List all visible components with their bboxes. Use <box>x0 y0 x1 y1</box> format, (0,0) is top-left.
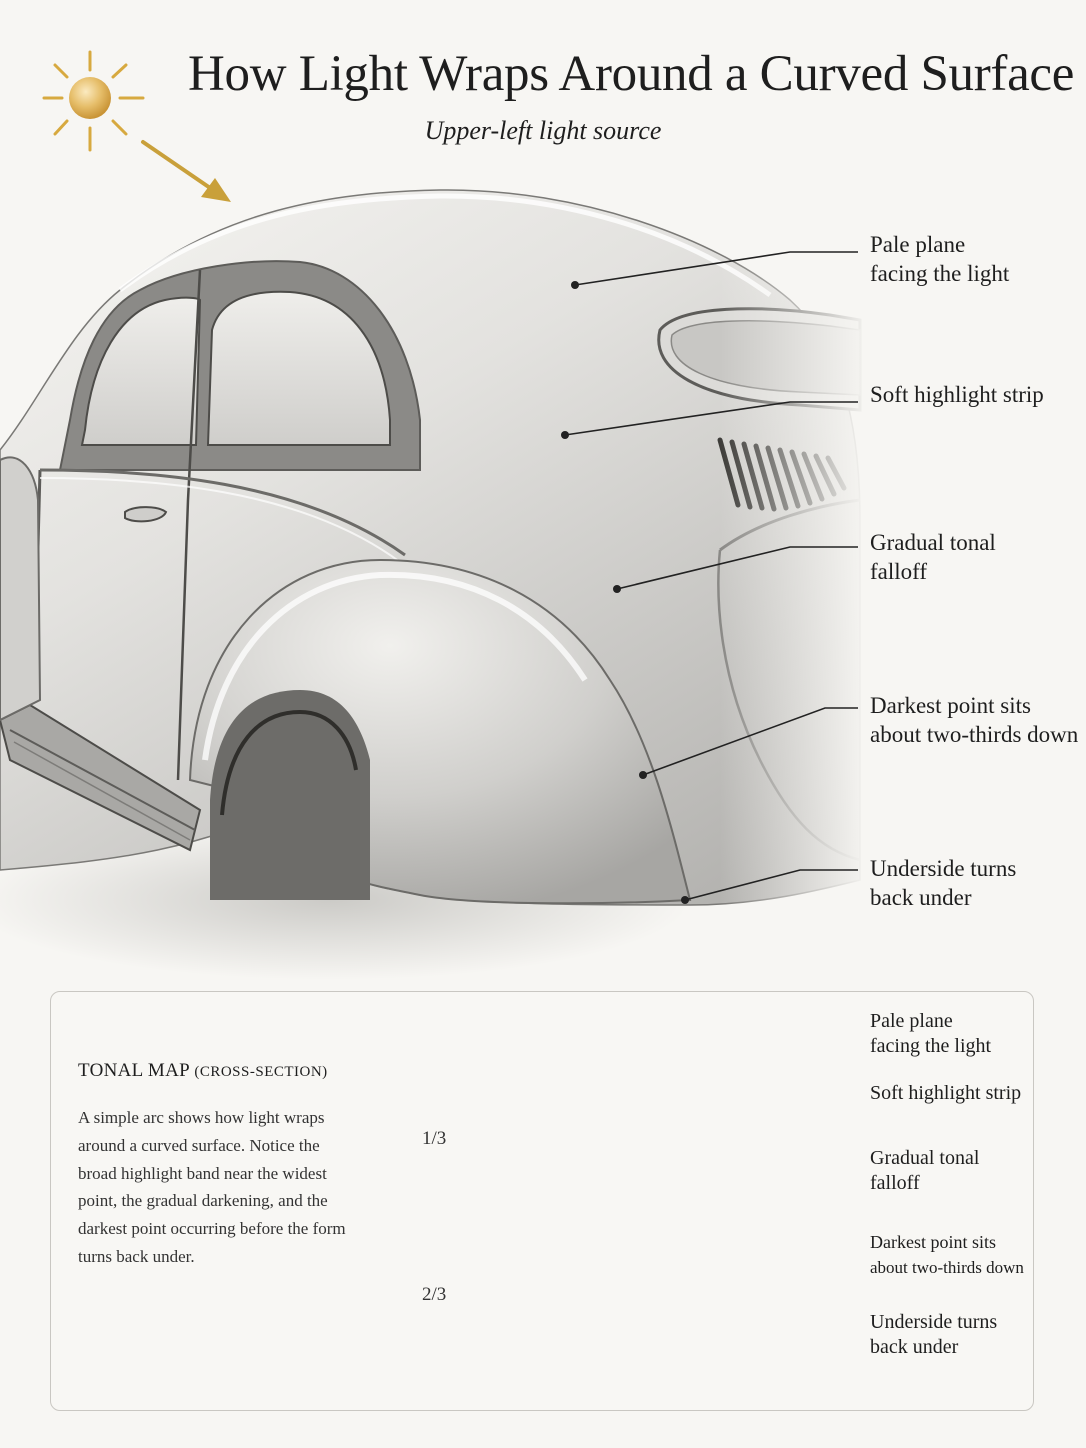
tonal-map-description: A simple arc shows how light wraps aroun… <box>78 1108 346 1266</box>
callout-darkest-point: Darkest point sits about two-thirds down <box>870 691 1078 749</box>
callout-line: back under <box>870 1336 959 1358</box>
page-subtitle: Upper-left light source <box>424 116 662 145</box>
tonal-map-panel <box>50 991 1034 1411</box>
tonal-map-title: TONAL MAP <box>78 1060 190 1081</box>
callout-line: falloff <box>870 1172 920 1194</box>
callout-line: Underside turns <box>870 856 1017 881</box>
callout-line: Soft highlight strip <box>870 1082 1022 1104</box>
callout-line: facing the light <box>870 1035 992 1057</box>
light-direction-arrow-icon <box>141 140 231 202</box>
callout-line: Soft highlight strip <box>870 382 1044 407</box>
callout-line: Pale plane <box>870 232 966 257</box>
callout-dots <box>561 281 689 904</box>
page-title: How Light Wraps Around a Curved Surface <box>188 46 1075 102</box>
tonal-callout-highlight-strip: Soft highlight strip <box>870 1081 1021 1106</box>
tonal-map-subtitle: (CROSS-SECTION) <box>194 1064 328 1080</box>
tonal-callout-pale-plane: Pale plane facing the light <box>870 1009 991 1059</box>
callout-line: about two-thirds down <box>870 1258 1024 1277</box>
callout-line: Underside turns <box>870 1311 998 1333</box>
callout-line: back under <box>870 885 972 910</box>
callout-line: falloff <box>870 559 928 584</box>
callout-line: Gradual tonal <box>870 1147 980 1169</box>
callout-line: Pale plane <box>870 1010 953 1032</box>
callout-tonal-falloff: Gradual tonal falloff <box>870 528 996 586</box>
tonal-map-heading: TONAL MAP (CROSS-SECTION) <box>78 1060 328 1082</box>
fraction-two-thirds: 2/3 <box>422 1284 447 1305</box>
callout-pale-plane: Pale plane facing the light <box>870 230 1009 288</box>
callout-line: facing the light <box>870 261 1010 286</box>
callout-underside: Underside turns back under <box>870 854 1016 912</box>
tonal-callout-darkest-point: Darkest point sits about two-thirds down <box>870 1230 1024 1280</box>
callout-line: Darkest point sits <box>870 693 1031 718</box>
callout-line: Gradual tonal <box>870 530 996 555</box>
fraction-one-third: 1/3 <box>422 1128 447 1149</box>
callout-line: Darkest point sits <box>870 1232 996 1252</box>
sun-icon <box>42 50 145 152</box>
callout-highlight-strip: Soft highlight strip <box>870 380 1044 409</box>
tonal-callout-underside: Underside turns back under <box>870 1310 997 1360</box>
callout-line: about two-thirds down <box>870 722 1079 747</box>
tonal-callout-tonal-falloff: Gradual tonal falloff <box>870 1146 979 1196</box>
car-illustration <box>0 180 870 980</box>
callout-leaders <box>564 251 858 901</box>
